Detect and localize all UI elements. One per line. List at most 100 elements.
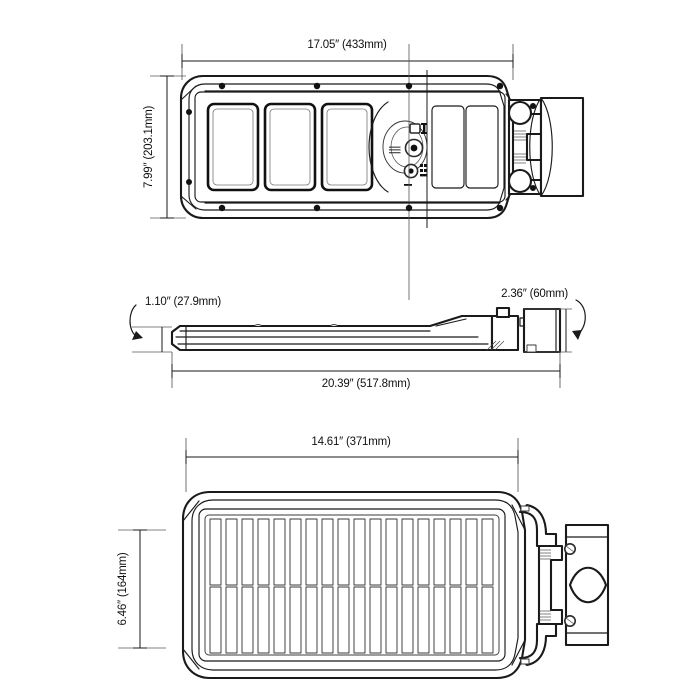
side-view-group: 1.10″ (27.9mm) [129,288,586,391]
led-module-group [206,102,374,192]
setting-glyph-e-icon [420,174,427,177]
side-mast-screw-pad [526,344,537,353]
solar-cell-bottom-10 [353,586,366,654]
solar-cell-bottom-11 [369,586,382,654]
solar-panel-frame [198,508,506,662]
bracket-arm-bottom [505,193,512,201]
top-view-chamfer-tl [180,85,197,101]
solar-cell-top-1 [209,518,222,586]
solar-cell-top-4 [257,518,270,586]
display-bar-bottom-icon [421,132,428,134]
display-bar-top-icon [421,123,428,125]
top-height-dim-label: 7.99″ (203.1mm) [143,106,155,189]
top-width-label-bg [275,34,420,52]
side-bracket-boss [495,306,511,319]
screw-dot-5 [218,204,226,212]
solar-cell-top-18 [481,518,494,586]
bottom-housing-tab-top [520,505,530,512]
solar-cell-top-14 [417,518,430,586]
setting-underline-icon [404,184,412,186]
side-bracket-hatch [486,340,505,351]
solar-cell-top-6 [289,518,302,586]
screw-dot-9 [186,109,192,115]
side-thickness-dim-label: 1.10″ (27.9mm) [145,296,221,308]
bottom-chamfer-bl [182,648,200,670]
screw-dot-7 [405,204,413,212]
led-module-1-inner [212,108,254,186]
screw-dot-8 [496,204,504,212]
solar-cell-top-17 [465,518,478,586]
solar-cell-bottom-4 [257,586,270,654]
bottom-bracket-thread-hatch [539,549,551,621]
solar-cell-bottom-2 [225,586,238,654]
mode-dial-center-icon [410,144,418,152]
side-thickness-leader [129,304,137,337]
top-view-mount-bracket-group [505,93,585,201]
bracket-screw-bottom [530,185,536,191]
side-length-dim-label: 20.39″ (517.8mm) [322,378,411,390]
screw-dot-3 [405,82,413,90]
pole-curve-profile [540,97,553,197]
solar-cell-bottom-15 [433,586,446,654]
bracket-knuckle-top [507,100,533,126]
screw-dot-1 [218,82,226,90]
solar-cell-top-16 [449,518,462,586]
bottom-clamp-screw-bottom-slot [565,617,575,625]
solar-cell-top-7 [305,518,318,586]
solar-cell-bottom-7 [305,586,318,654]
solar-cell-top-13 [401,518,414,586]
side-thickness-leader-arrow [132,331,143,340]
setting-glyph-a-icon [420,164,423,167]
solar-cell-top-12 [385,518,398,586]
solar-cell-grid [209,518,494,654]
bottom-view-group: 14.61″ (371mm) 6.46″ (164mm) [117,431,610,680]
solar-cell-top-15 [433,518,446,586]
side-bracket-dim-label: 2.36″ (60mm) [501,288,568,300]
mode-dial-tick-label: ||| [389,146,401,154]
side-bracket-leader [575,299,586,335]
solar-cell-top-3 [241,518,254,586]
bottom-view-mount-bracket-group [518,503,610,667]
bottom-width-label-bg [280,431,425,449]
solar-cell-top-10 [353,518,366,586]
side-view-bracket-group [486,306,562,354]
bottom-housing-tab-bottom [520,658,530,665]
compartment-panel-1 [431,105,465,189]
top-width-dim-label: 17.05″ (433mm) [307,39,387,51]
side-solar-wedge [429,315,493,327]
setting-glyph-c-icon [420,169,423,172]
solar-cell-top-5 [273,518,286,586]
display-window-icon [409,123,421,134]
compartment-panel-2 [465,105,499,189]
bracket-thread-hatch [514,130,526,164]
bottom-pole-opening [568,566,608,604]
bottom-width-dim-label: 14.61″ (371mm) [311,436,391,448]
solar-cell-bottom-18 [481,586,494,654]
solar-cell-top-9 [337,518,350,586]
solar-cell-top-2 [225,518,238,586]
screw-dot-2 [313,82,321,90]
bottom-height-dim-label: 6.46″ (164mm) [117,552,129,625]
display-bar-icon [423,123,426,134]
bracket-arm-top [505,93,512,101]
bottom-chamfer-br [511,639,526,666]
side-screw-bump-1 [253,324,263,327]
led-module-2-inner [269,108,311,186]
sensor-cluster-outer [368,101,389,193]
setting-glyph-b-icon [424,164,427,167]
top-view-group: 17.05″ (433mm) 7.99″ (203.1mm) [143,34,585,300]
solar-cell-bottom-1 [209,586,222,654]
setting-glyph-d-icon [424,169,427,172]
screw-dot-10 [186,179,192,185]
setting-dial-center-icon [408,168,414,174]
solar-cell-bottom-9 [337,586,350,654]
solar-cell-top-11 [369,518,382,586]
solar-cell-bottom-6 [289,586,302,654]
bottom-chamfer-tl [182,500,200,522]
top-view-bezel-plate [194,91,506,203]
screw-dot-4 [496,82,504,90]
solar-cell-bottom-5 [273,586,286,654]
bottom-bracket-clamp-block [537,544,564,626]
